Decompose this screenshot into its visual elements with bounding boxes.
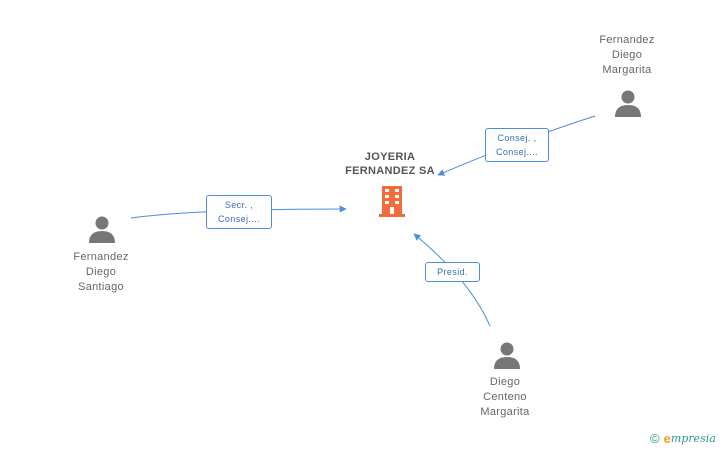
person-name-line: Santiago	[78, 281, 124, 293]
person-name-line: Centeno	[483, 391, 527, 403]
company-name-line2: FERNANDEZ SA	[345, 165, 435, 177]
person-name-line: Diego	[611, 49, 643, 61]
building-icon[interactable]	[377, 184, 407, 218]
brand-name: mpresia	[670, 431, 716, 445]
person-name-line: Margarita	[480, 406, 530, 418]
copyright-icon: ©	[650, 430, 660, 446]
person-icon[interactable]	[492, 340, 522, 370]
relation-label-line: Consej. ,	[497, 133, 537, 143]
relation-label-consej[interactable]: Consej. , Consej....	[485, 128, 549, 162]
person-name-line: Diego	[489, 376, 521, 388]
person-name-fernandez-diego-santiago[interactable]: Fernandez Diego Santiago	[56, 250, 146, 295]
relation-label-presid[interactable]: Presid.	[425, 262, 480, 282]
person-name-line: Margarita	[602, 64, 652, 76]
brand-initial: e	[663, 430, 671, 446]
person-name-diego-centeno-margarita[interactable]: Diego Centeno Margarita	[460, 375, 550, 420]
relation-label-secr[interactable]: Secr. , Consej....	[206, 195, 272, 229]
relation-label-line: Consej....	[495, 147, 539, 157]
company-name[interactable]: JOYERIA FERNANDEZ SA	[330, 150, 450, 178]
person-name-line: Diego	[85, 266, 117, 278]
person-icon[interactable]	[87, 214, 117, 244]
person-name-line: Fernandez	[73, 251, 129, 263]
relation-label-line: Presid.	[437, 267, 468, 277]
person-name-line: Fernandez	[599, 34, 655, 46]
person-name-fernandez-diego-margarita[interactable]: Fernandez Diego Margarita	[582, 33, 672, 78]
relation-label-line: Consej....	[217, 214, 261, 224]
person-icon[interactable]	[613, 88, 643, 118]
relation-label-line: Secr. ,	[224, 200, 254, 210]
company-name-line1: JOYERIA	[364, 151, 416, 163]
